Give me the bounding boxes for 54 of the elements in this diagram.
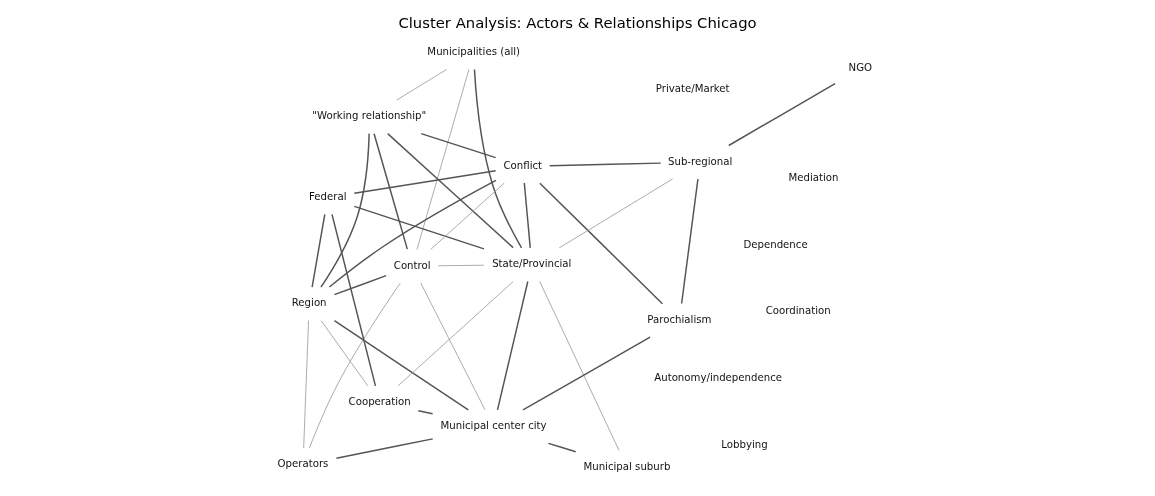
node-text: Municipal center city (440, 420, 547, 432)
connector (335, 438, 434, 459)
connector (558, 178, 674, 249)
connector (373, 132, 409, 250)
connector (353, 205, 485, 250)
connector (473, 68, 523, 249)
node-text: NGO (848, 62, 873, 74)
node-text: Dependence (743, 238, 808, 250)
node-text: Private/Market (655, 83, 730, 95)
connector (728, 82, 836, 147)
connector (547, 442, 577, 453)
connector (328, 179, 497, 288)
node-text: Parochialism (647, 314, 712, 325)
connector (430, 182, 505, 250)
connector (333, 319, 470, 411)
connector (320, 132, 370, 288)
node-text: Control (393, 259, 431, 271)
node-text: Region (291, 297, 327, 309)
node-text: Operators (277, 458, 329, 470)
connector (303, 320, 309, 449)
connector (396, 69, 447, 101)
connector (308, 282, 401, 449)
connector (523, 182, 531, 249)
node-text: Sub-regional (668, 155, 733, 167)
connector (496, 280, 529, 411)
connector (522, 336, 651, 411)
node-text: Mediation (788, 172, 839, 184)
connector (331, 213, 377, 387)
diagram-title: Cluster Analysis: Actors & Relationships Chicago (398, 13, 757, 31)
connector (416, 69, 470, 250)
node-text: Federal (308, 191, 347, 203)
node-text: "Working relationship" (312, 110, 427, 122)
connector (353, 170, 497, 195)
connector (311, 213, 326, 288)
connector (680, 178, 699, 305)
connector (437, 264, 485, 267)
connector (386, 132, 514, 249)
connector (539, 280, 620, 451)
node-text: State/Provincial (492, 258, 572, 270)
connector (333, 274, 387, 296)
node-text: Conflict (503, 159, 543, 171)
connector (549, 162, 662, 167)
connector (417, 409, 434, 415)
connector (420, 282, 486, 411)
connector (397, 281, 514, 387)
node-text: Autonomy/independence (654, 372, 783, 384)
connector (539, 182, 664, 305)
node-text: Lobbying (721, 438, 768, 450)
node-text: Municipalities (all) (427, 46, 521, 58)
node-text: Cooperation (348, 396, 411, 408)
connector (320, 320, 369, 387)
node-text: Coordination (765, 305, 831, 317)
connector (420, 132, 497, 159)
node-text: Municipal suburb (583, 460, 671, 472)
